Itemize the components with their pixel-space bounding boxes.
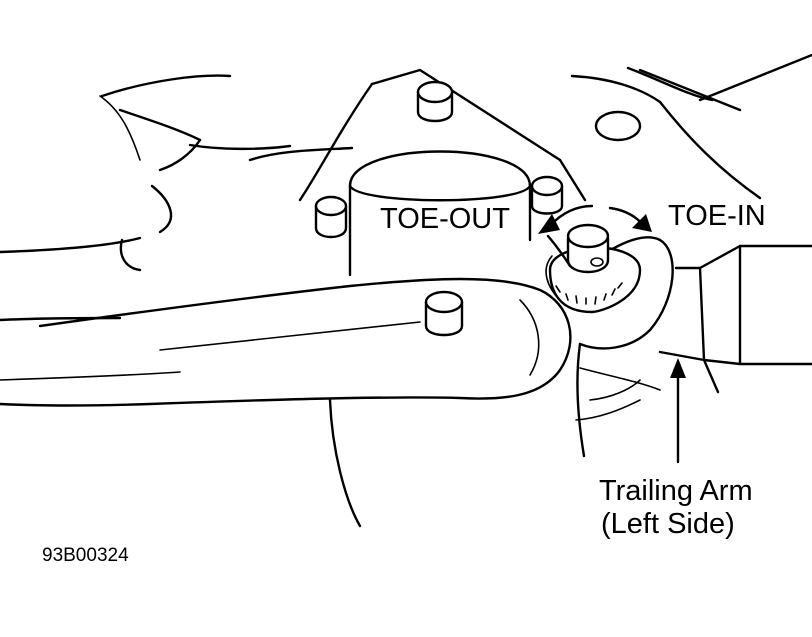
toe-out-label: TOE-OUT — [380, 203, 510, 235]
adjusting-cam — [548, 223, 642, 314]
toe-in-label: TOE-IN — [668, 200, 766, 232]
plate-hole — [594, 110, 642, 142]
mounting-bracket — [248, 68, 587, 202]
bolt-top — [416, 80, 454, 123]
bolt-left — [314, 195, 348, 239]
bolt-lower — [424, 290, 464, 337]
trailing-arm-side-label: (Left Side) — [601, 508, 735, 540]
bolt-right — [530, 175, 564, 215]
trailing-arm-leader — [670, 358, 686, 464]
trailing-arm-label: Trailing Arm — [599, 475, 753, 507]
bushing-housing — [348, 150, 532, 277]
trailing-arm-body — [0, 277, 572, 528]
rear-plate — [570, 53, 812, 200]
toe-arrows — [538, 204, 652, 301]
figure-code: 93B00324 — [42, 545, 129, 566]
trailing-arm-bracket — [658, 244, 812, 394]
left-body — [0, 74, 292, 322]
